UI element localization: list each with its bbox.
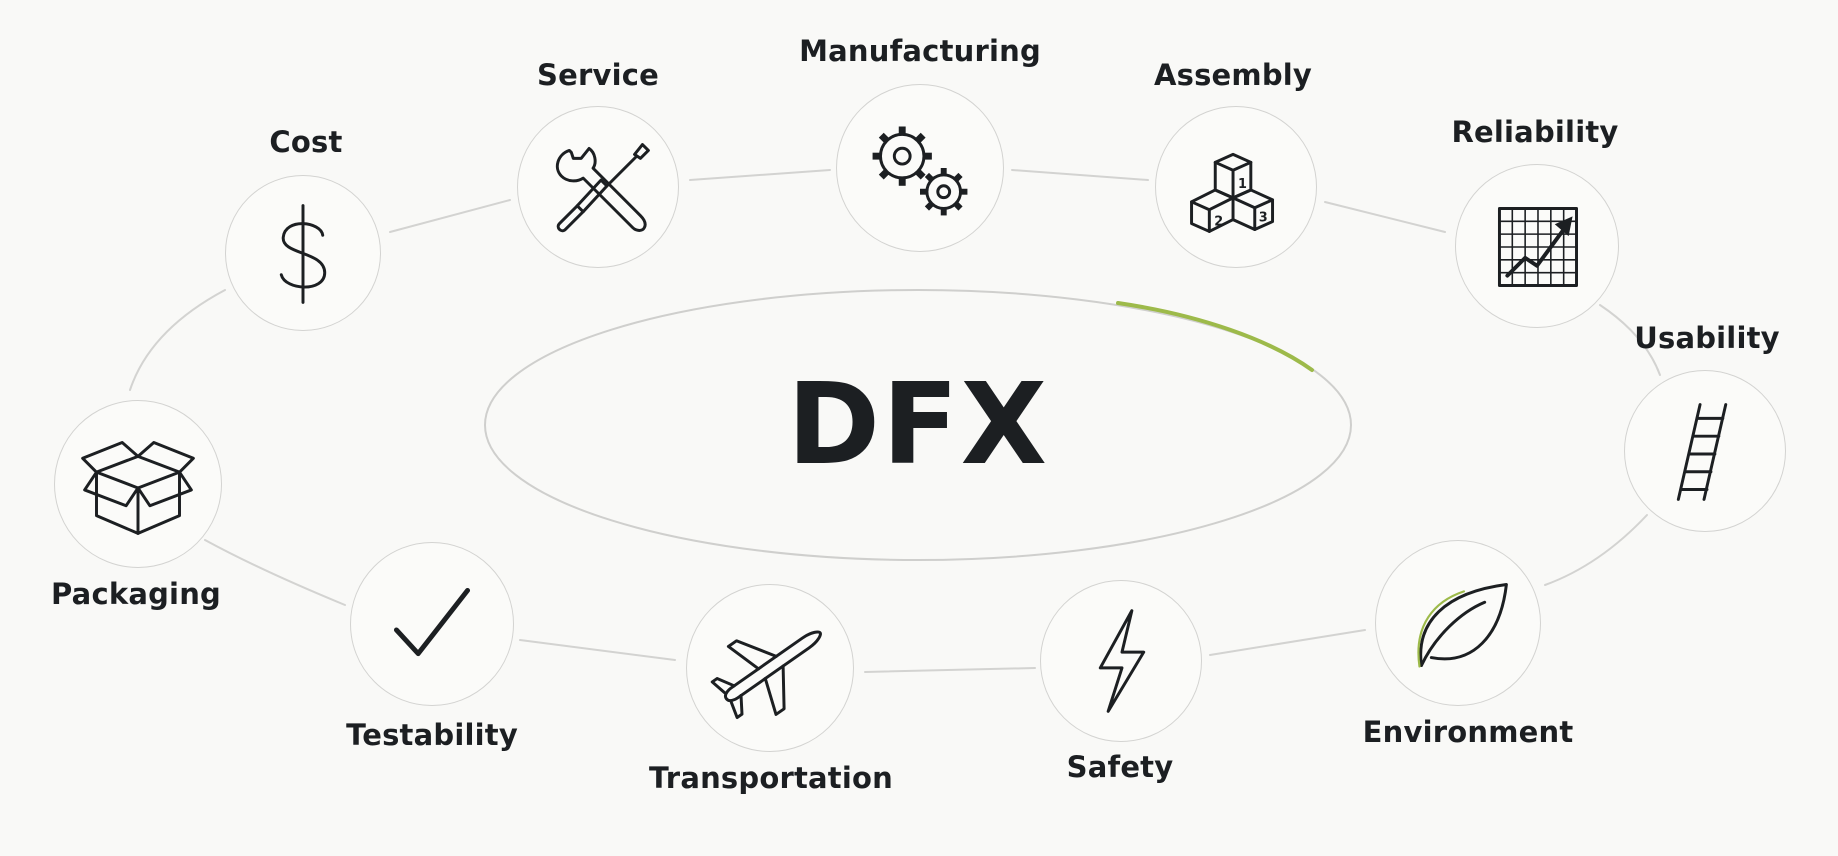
connector-assembly-reliability (1324, 201, 1446, 233)
ladder-icon (1676, 403, 1728, 501)
node-label-usability: Usability (1634, 321, 1780, 355)
blocks-icon: 1 2 3 (1190, 152, 1275, 233)
node-assembly[interactable]: 1 2 3 (1155, 106, 1317, 268)
airplane-icon (710, 630, 822, 720)
dollar-icon (279, 204, 327, 304)
leaf-icon (1417, 582, 1508, 668)
center-ellipse-accent-arc (1116, 301, 1314, 372)
block-label-2: 2 (1214, 215, 1223, 230)
node-label-service: Service (537, 58, 659, 92)
node-label-assembly: Assembly (1153, 58, 1313, 92)
gears-icon (872, 126, 968, 216)
center-title: DFX (787, 360, 1049, 490)
connector-safety-transportation (864, 667, 1036, 673)
node-label-safety: Safety (1066, 750, 1174, 784)
node-label-cost: Cost (269, 125, 343, 159)
connector-usability-environment (1544, 514, 1648, 586)
node-usability[interactable] (1624, 370, 1786, 532)
node-label-transportation: Transportation (649, 761, 893, 795)
node-packaging[interactable] (54, 400, 222, 568)
lightning-icon (1098, 609, 1146, 713)
connector-environment-safety (1209, 629, 1366, 656)
node-service[interactable] (517, 106, 679, 268)
connector-manufacturing-assembly (1011, 169, 1149, 181)
node-environment[interactable] (1375, 540, 1541, 706)
box-icon (81, 441, 195, 535)
connector-testability-packaging (204, 539, 346, 606)
node-transportation[interactable] (686, 584, 854, 752)
node-label-packaging: Packaging (51, 577, 221, 611)
node-label-testability: Testability (346, 718, 518, 752)
growth-chart-icon (1497, 206, 1578, 287)
node-testability[interactable] (350, 542, 514, 706)
block-label-3: 3 (1259, 211, 1268, 226)
connector-reliability-usability (1599, 304, 1661, 376)
node-cost[interactable] (225, 175, 381, 331)
tools-icon (555, 143, 650, 233)
node-manufacturing[interactable] (836, 84, 1004, 252)
connector-cost-service (389, 199, 511, 233)
connector-packaging-cost (129, 289, 226, 391)
node-label-environment: Environment (1362, 715, 1574, 749)
checkmark-icon (393, 587, 471, 657)
connector-service-manufacturing (689, 169, 831, 181)
center-ellipse (484, 289, 1352, 561)
node-label-manufacturing: Manufacturing (799, 34, 1041, 68)
connector-transportation-testability (519, 639, 676, 661)
node-safety[interactable] (1040, 580, 1202, 742)
node-label-reliability: Reliability (1451, 115, 1619, 149)
node-reliability[interactable] (1455, 164, 1619, 328)
block-label-1: 1 (1238, 177, 1247, 192)
